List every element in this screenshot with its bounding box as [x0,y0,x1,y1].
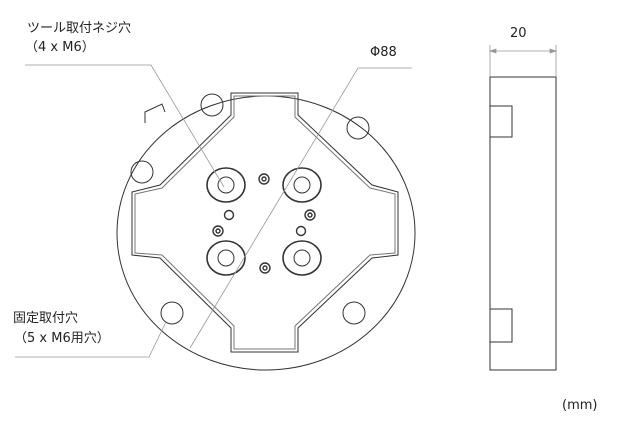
diameter-label: Φ88 [370,45,397,60]
cross-recess [131,92,399,353]
cross-recess-inner [134,95,396,350]
side-key [144,103,166,123]
pin-holes [212,173,316,274]
tool-holes-label: ツール取付ネジ穴 [27,21,132,36]
tool-holes-spec: （4 x M6） [25,40,95,55]
mount-holes-label: 固定取付穴 [13,311,79,326]
unit-label: (mm) [562,398,598,413]
mount-holes [130,93,370,325]
mount-holes-spec: （5 x M6用穴） [14,331,110,346]
leaders [15,45,558,358]
side-view [489,76,557,371]
thickness-label: 20 [510,26,527,41]
tool-holes [206,167,322,276]
flange-outline [116,95,416,371]
